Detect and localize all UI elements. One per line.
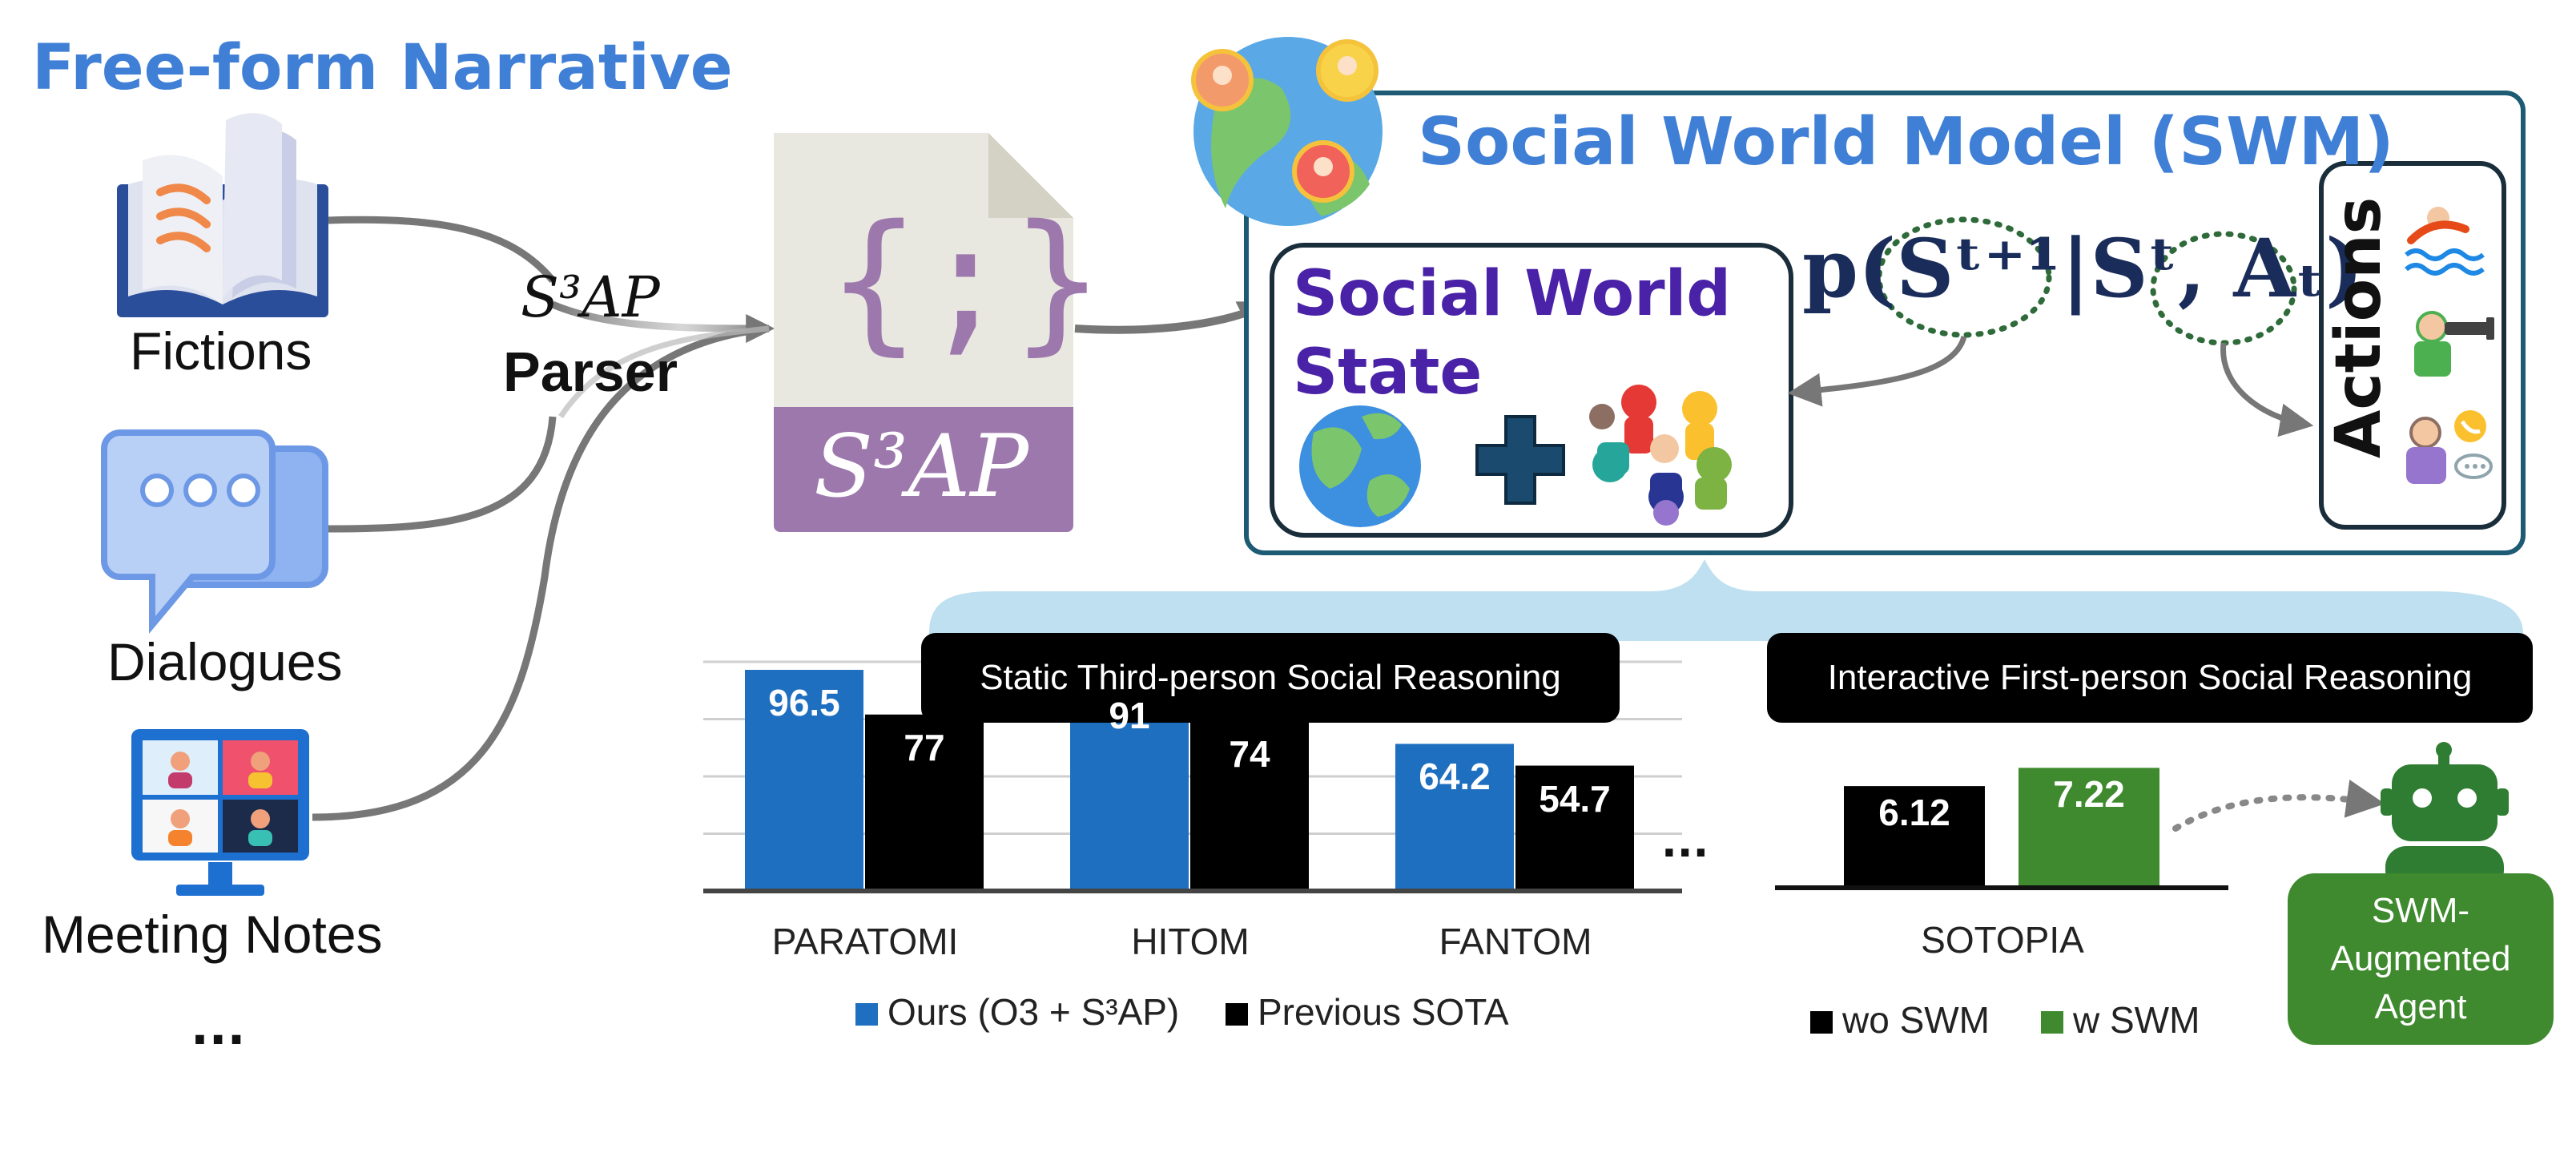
more-datasets-ellipsis: ... — [1661, 819, 1709, 867]
category-label: SOTOPIA — [1921, 919, 2084, 961]
bar-value-label: 74 — [1229, 733, 1270, 776]
robot-icon — [2381, 742, 2509, 891]
category-label: PARATOMI — [771, 921, 959, 962]
source-label-dialogues: Dialogues — [107, 632, 343, 691]
category-label: FANTOM — [1439, 921, 1592, 962]
category-label: HITOM — [1131, 921, 1250, 962]
bar-fantom-0 — [1395, 744, 1514, 891]
interactive-reasoning-pill: Interactive First-person Social Reasonin… — [1767, 633, 2533, 723]
page-title: Free-form Narrative — [32, 32, 733, 104]
bar-sotopia-1 — [2019, 768, 2159, 888]
next-state-ellipse — [1876, 216, 2052, 338]
sws-title-line2: State — [1293, 337, 1483, 409]
swimmer-icon — [2405, 207, 2485, 276]
chat-bubbles-icon — [101, 429, 328, 635]
transition-formula: p(Sᵗ⁺¹|Sᵗ, Aₜ) — [1802, 221, 2364, 316]
legend-label: Previous SOTA — [1258, 991, 1509, 1033]
video-meeting-icon — [131, 729, 309, 896]
phone-call-icon — [2406, 410, 2493, 484]
source-label-fictions: Fictions — [130, 321, 312, 381]
bar-value-label: 96.5 — [768, 682, 840, 724]
source-label-meeting-notes: Meeting Notes — [42, 905, 383, 964]
plus-icon — [1475, 415, 1565, 505]
sws-title-line1: Social World — [1293, 258, 1732, 330]
bar-sotopia-0 — [1844, 786, 1985, 888]
bar-value-label: 77 — [904, 726, 945, 768]
photographer-icon — [2414, 311, 2494, 377]
code-braces-glyph: {;} — [828, 192, 1104, 369]
book-icon — [117, 113, 328, 317]
bar-value-label: 6.12 — [1878, 792, 1950, 834]
globe-icon — [1299, 405, 1421, 527]
bar-fantom-1 — [1515, 765, 1634, 891]
legend-swatch — [1810, 1011, 1833, 1034]
bar-paratomi-1 — [865, 714, 984, 891]
static-reasoning-pill: Static Third-person Social Reasoning — [921, 633, 1620, 723]
parser-word-label: Parser — [503, 341, 678, 403]
swm-title: Social World Model (SWM) — [1418, 104, 2394, 180]
document-label: S³AP — [814, 417, 1028, 517]
bar-value-label: 64.2 — [1419, 756, 1491, 798]
agent-box: SWM- Augmented Agent — [2288, 873, 2554, 1045]
bar-paratomi-0 — [745, 670, 863, 891]
results-bracket — [929, 559, 2523, 641]
source-label-more: ... — [191, 1000, 246, 1056]
actions-title: Actions — [2323, 196, 2395, 458]
bar-value-label: 91 — [1109, 694, 1150, 736]
code-file-icon — [774, 133, 1073, 532]
legend-label: wo SWM — [1842, 999, 1990, 1041]
people-circle-icon — [1589, 385, 1732, 526]
legend-label: Ours (O3 + S³AP) — [888, 991, 1180, 1033]
parser-math-label: S³AP — [521, 264, 660, 330]
bar-value-label: 7.22 — [2053, 773, 2125, 816]
legend-swatch — [855, 1003, 878, 1026]
legend-label: w SWM — [2073, 999, 2200, 1041]
static-reasoning-chart — [703, 660, 1682, 1026]
interactive-reasoning-chart — [1775, 768, 2228, 1034]
legend-swatch — [1226, 1003, 1248, 1026]
bar-value-label: 54.7 — [1539, 777, 1611, 820]
bar-hitom-1 — [1190, 721, 1309, 891]
social-globe-icon — [1191, 37, 1383, 226]
legend-swatch — [2041, 1011, 2063, 1034]
